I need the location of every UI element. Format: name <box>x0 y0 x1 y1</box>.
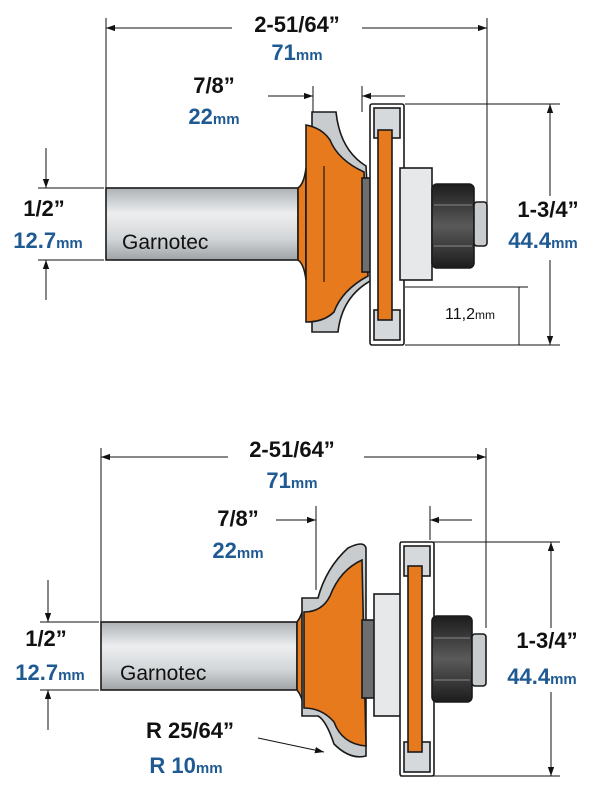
top-shank-imperial: 1/2” <box>23 196 65 221</box>
top-slot-cutter <box>377 129 393 321</box>
top-overall-length-dimension: 2-51/64” 71mm <box>105 12 488 205</box>
bottom-radius-metric: R 10mm <box>149 753 222 778</box>
top-shank <box>105 187 299 261</box>
bottom-cutting-height-dimension: 1-3/4” 44.4mm <box>400 541 578 777</box>
top-bit: 2-51/64” 71mm 7/8” 22mm 1/2” 12.7mm <box>13 12 579 346</box>
bottom-bit: 2-51/64” 71mm 7/8” 22mm 1/2” 12.7mm <box>15 437 577 778</box>
bottom-carbide-cutter <box>303 558 367 747</box>
top-shank-metric: 12.7mm <box>13 228 83 253</box>
top-overall-length-metric: 71mm <box>271 40 322 65</box>
bottom-radius-imperial: R 25/64” <box>146 718 234 743</box>
bottom-shank <box>100 621 298 691</box>
top-shank-diameter-dimension: 1/2” 12.7mm <box>13 148 104 300</box>
bottom-slot-cutter <box>407 565 423 753</box>
top-cutting-width-dimension: 7/8” 22mm <box>188 73 405 129</box>
bottom-cutting-width-imperial: 7/8” <box>217 506 259 531</box>
top-cutting-width-imperial: 7/8” <box>193 73 235 98</box>
top-cutting-height-metric: 44.4mm <box>508 228 578 253</box>
bottom-cutting-width-dimension: 7/8” 22mm <box>212 506 472 590</box>
top-cutting-width-metric: 22mm <box>188 104 239 129</box>
bottom-brand-label: Garnotec <box>120 662 206 685</box>
bottom-shank-metric: 12.7mm <box>15 660 85 685</box>
bottom-cutting-height-metric: 44.4mm <box>507 664 577 689</box>
bottom-cutting-width-metric: 22mm <box>212 538 263 563</box>
top-slot-depth-label: 11,2mm <box>445 306 495 323</box>
bottom-overall-length-imperial: 2-51/64” <box>249 437 335 462</box>
top-body-neck <box>297 167 307 281</box>
top-nut <box>431 183 475 269</box>
bottom-nut <box>431 615 473 703</box>
top-brand-label: Garnotec <box>122 231 208 254</box>
bottom-shank-imperial: 1/2” <box>25 626 67 651</box>
top-carbide-cutter <box>305 124 369 323</box>
bottom-shank-diameter-dimension: 1/2” 12.7mm <box>15 580 99 730</box>
top-washer <box>399 167 433 281</box>
top-cutting-height-imperial: 1-3/4” <box>517 197 578 222</box>
bottom-overall-length-metric: 71mm <box>266 468 317 493</box>
bottom-cutting-height-imperial: 1-3/4” <box>516 628 577 653</box>
bottom-overall-length-dimension: 2-51/64” 71mm <box>100 437 487 628</box>
top-bolt-tip <box>473 201 488 247</box>
top-slot-depth-dimension: 11,2mm <box>405 286 528 346</box>
top-overall-length-imperial: 2-51/64” <box>254 12 340 37</box>
bottom-radius-callout: R 25/64” R 10mm <box>146 718 325 778</box>
bottom-bolt-tip <box>471 633 487 687</box>
